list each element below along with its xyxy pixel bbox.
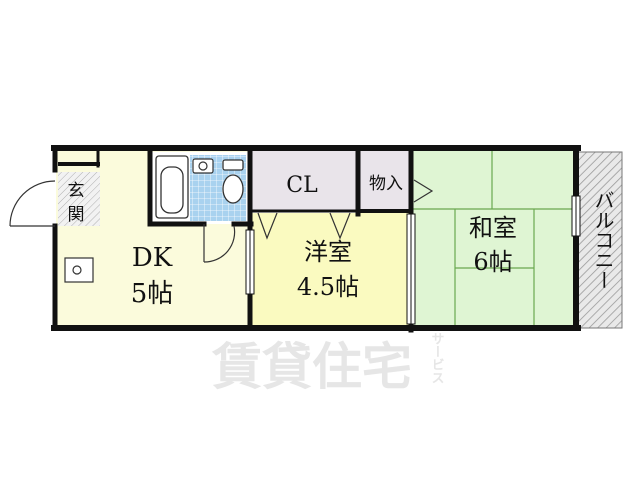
japanese-room-name-label: 和室	[469, 214, 517, 242]
japanese-room-floor	[413, 150, 576, 326]
entrance-label-1: 玄	[68, 181, 85, 201]
bathtub	[155, 155, 189, 219]
balcony-label: バルコニー	[591, 190, 615, 290]
closet-floor	[249, 150, 357, 210]
entrance-label-2: 関	[68, 205, 85, 225]
kitchen-sink	[64, 257, 94, 283]
bathroom-door	[203, 224, 236, 263]
storage-door	[413, 179, 434, 203]
toilet	[222, 159, 244, 204]
dk-name-label: DK	[132, 243, 173, 273]
western-room-floor	[249, 213, 411, 326]
tatami-grid	[413, 150, 574, 326]
storage-floor	[360, 150, 410, 210]
washbasin	[192, 158, 214, 174]
windows	[245, 195, 581, 325]
japanese-room-size-label: 6帖	[473, 248, 512, 276]
entrance-floor	[58, 172, 100, 226]
watermark-sub: サービス	[429, 332, 445, 384]
closet-doors	[257, 212, 351, 240]
storage-label: 物入	[369, 174, 403, 194]
entrance-door	[9, 180, 56, 227]
dk-size-label: 5帖	[131, 279, 174, 309]
outer-walls	[51, 145, 581, 331]
western-room-size-label: 4.5帖	[297, 273, 359, 301]
western-room-name-label: 洋室	[304, 238, 352, 266]
closet-label: CL	[286, 173, 318, 198]
balcony	[577, 151, 623, 329]
watermark-main: 賃貸住宅	[211, 338, 412, 396]
